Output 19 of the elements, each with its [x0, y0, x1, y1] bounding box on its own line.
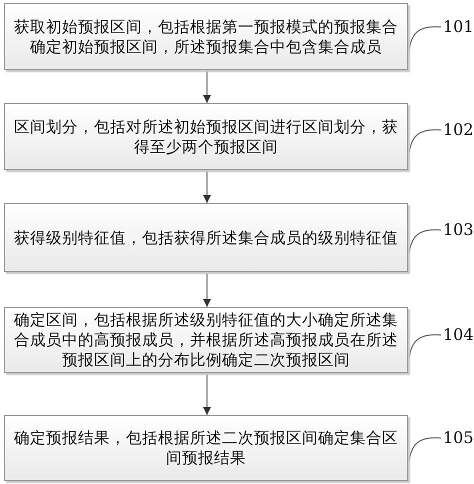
step-number: 103: [443, 221, 473, 239]
leader-line: [408, 26, 442, 52]
leader-line: [408, 334, 442, 360]
leader-line: [408, 437, 442, 462]
process-box: 区间划分，包括对所述初始预报区间进行区间划分，获得至少两个预报区间: [4, 103, 408, 170]
process-box: 确定预报结果，包括根据所述二次预报区间确定集合区间预报结果: [4, 415, 408, 481]
step-number: 102: [443, 121, 473, 139]
arrow: [203, 372, 211, 416]
process-box: 确定区间，包括根据所述级别特征值的大小确定所述集合成员中的高预报成员，并根据所述高预报成员在所述预报区间上的分布比例确定二次预报区间: [4, 307, 408, 373]
step-number: 101: [443, 18, 473, 36]
step-number: 104: [443, 326, 473, 344]
leader-line: [408, 129, 442, 154]
arrow: [203, 170, 211, 204]
arrow: [203, 272, 211, 308]
process-box: 获得级别特征值，包括获得所述集合成员的级别特征值: [4, 203, 408, 272]
leader-line: [408, 229, 442, 254]
process-box: 获取初始预报区间，包括根据第一预报模式的预报集合确定初始预报区间，所述预报集合中包含集合成员: [4, 3, 408, 70]
arrow: [203, 70, 211, 104]
step-number: 105: [443, 429, 473, 447]
